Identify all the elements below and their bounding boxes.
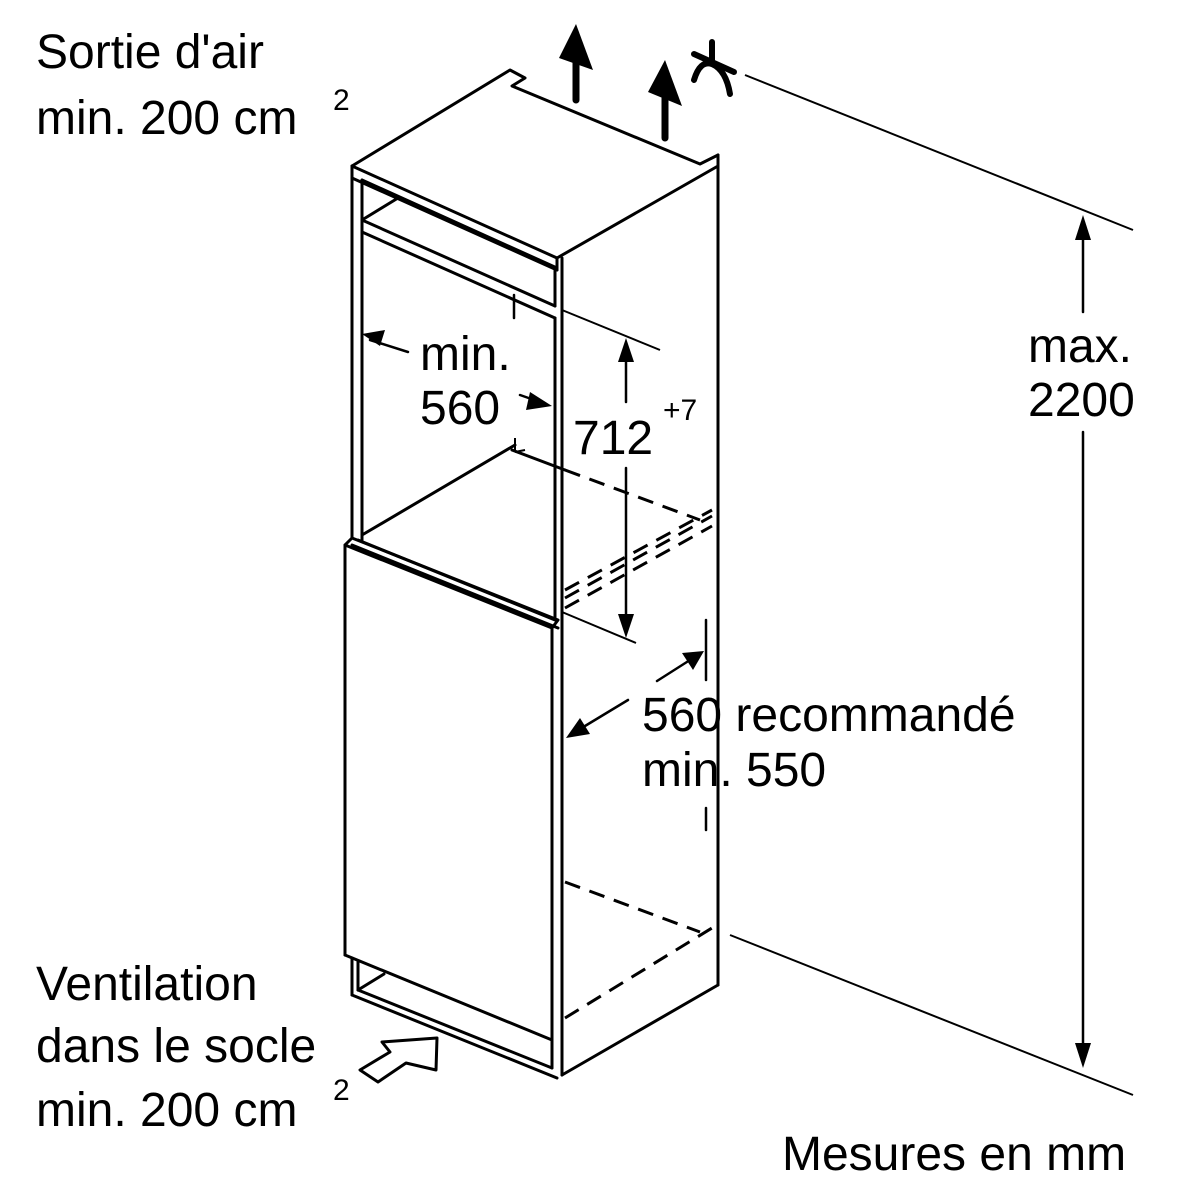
plinth-ventilation-line2: dans le socle [36,1020,316,1073]
max-height-line2: 2200 [1028,374,1135,427]
dimension-depth [566,618,708,832]
max-height-label: max. 2200 [1028,320,1135,427]
niche-width-line1: min. [420,328,511,381]
up-arrow-icon [559,24,593,104]
niche-width-label: min. 560 [420,328,511,435]
depth-label: 560 recommandé min. 550 [642,689,1016,797]
plinth-ventilation-label: Ventilation dans le socle min. 200 cm 2 [36,958,350,1137]
up-arrow-icon [648,60,682,142]
max-height-line1: max. [1028,320,1132,373]
break-symbol-icon [691,39,737,97]
niche-height-tolerance: +7 [663,394,697,427]
depth-line1: 560 recommandé [642,689,1016,742]
air-outlet-superscript: 2 [333,84,350,117]
cabinet-drawing [343,68,720,1080]
units-note: Mesures en mm [782,1128,1126,1181]
depth-line2: min. 550 [642,744,826,797]
air-outflow-arrows [559,24,682,142]
plinth-ventilation-line3: min. 200 cm [36,1084,297,1137]
niche-height-label: 712 +7 [573,394,697,465]
niche-width-line2: 560 [420,382,500,435]
niche-height-value: 712 [573,412,653,465]
outline-arrow-icon [358,1036,439,1084]
plinth-ventilation-superscript: 2 [333,1074,350,1107]
air-outlet-label: Sortie d'air min. 200 cm 2 [36,26,350,145]
dimension-niche-height [512,293,661,644]
dimension-max-height [729,74,1134,1096]
plinth-ventilation-line1: Ventilation [36,958,258,1011]
air-outlet-line1: Sortie d'air [36,26,264,79]
dimension-niche-width [362,330,552,410]
air-outlet-line2: min. 200 cm [36,92,297,145]
